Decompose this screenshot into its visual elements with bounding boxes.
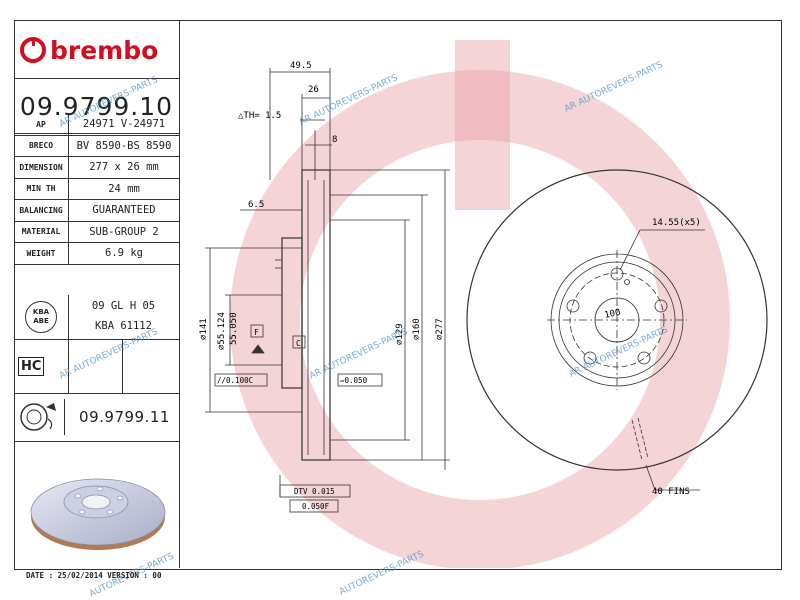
kba-badge-line1: KBA [32, 308, 50, 316]
hc-badge-text: HC [18, 356, 45, 376]
kba-line-2: KBA 61112 [95, 320, 152, 332]
disc-render-image [30, 478, 166, 550]
dim-dia-277: ⌀277 [435, 318, 445, 340]
alt-part-row: 09.9799.11 [14, 393, 179, 442]
technical-drawing: 49.5 26 △TH= 1.5 8 6.5 ⌀141 ⌀55.124 55.0… [199, 61, 768, 513]
kba-badge-line2: ABE [33, 317, 49, 325]
spec-key: WEIGHT [14, 242, 69, 265]
dim-26: 26 [308, 85, 319, 95]
spec-key: BRECO [14, 135, 69, 157]
brand-logo: brembo [20, 34, 158, 66]
footer-date-version: DATE : 25/02/2014 VERSION : 00 [26, 571, 162, 580]
datum-f: F [254, 328, 259, 337]
brand-name: brembo [50, 35, 159, 65]
hc-divider [122, 339, 123, 393]
dim-8: 8 [332, 135, 337, 145]
alt-part-number: 09.9799.11 [79, 408, 170, 426]
dim-6-5: 6.5 [248, 200, 264, 210]
hc-badge: HC [18, 353, 62, 379]
tolerance-dtv: DTV 0.015 [294, 487, 335, 496]
dim-dia-141: ⌀141 [199, 318, 209, 340]
spec-value: 277 x 26 mm [68, 156, 179, 179]
spec-key: MATERIAL [14, 221, 69, 243]
pcd-label: 100 [604, 308, 622, 321]
tolerance-flatness: ▱0.050 [340, 376, 368, 385]
spec-value: SUB-GROUP 2 [68, 221, 179, 243]
spec-value: BV 8590-BS 8590 [68, 135, 179, 157]
kba-line-1: 09 GL H 05 [91, 300, 156, 312]
dim-49-5: 49.5 [290, 61, 312, 71]
spec-key: DIMENSION [14, 156, 69, 179]
kba-abe-icon: KBA ABE [25, 301, 57, 333]
hole-size-label: 14.55(x5) [652, 218, 701, 228]
spec-key: MIN TH [14, 178, 69, 200]
kba-badge: KBA ABE [14, 295, 69, 339]
wear-indicator-icon [18, 399, 65, 435]
dim-dia-129: ⌀129 [395, 323, 405, 345]
dim-dia-160: ⌀160 [412, 318, 422, 340]
dim-dia-55-124: ⌀55.124 [217, 312, 227, 350]
hc-divider [68, 339, 69, 393]
drawing-frame [14, 20, 782, 570]
fins-label: 40 FINS [652, 487, 690, 497]
spec-key: BALANCING [14, 199, 69, 222]
spec-key: AP [14, 114, 69, 136]
tolerance-parallelism: //0.100C [217, 376, 253, 385]
spec-value: 6.9 kg [68, 242, 179, 265]
spec-value: 24971 V-24971 [68, 114, 179, 136]
datum-c: C [296, 339, 301, 348]
kba-approval: KBA ABE 09 GL H 05 KBA 61112 [14, 295, 179, 340]
dim-dia-55-050: 55.050 [229, 312, 239, 345]
spec-value: GUARANTEED [68, 199, 179, 222]
spec-value: 24 mm [68, 178, 179, 200]
brembo-logo-icon [20, 37, 46, 63]
brembo-background-logo-icon [230, 40, 730, 568]
hc-row: HC [14, 339, 179, 394]
dim-th: △TH= 1.5 [238, 111, 281, 121]
tolerance-runout: 0.050F [302, 502, 330, 511]
